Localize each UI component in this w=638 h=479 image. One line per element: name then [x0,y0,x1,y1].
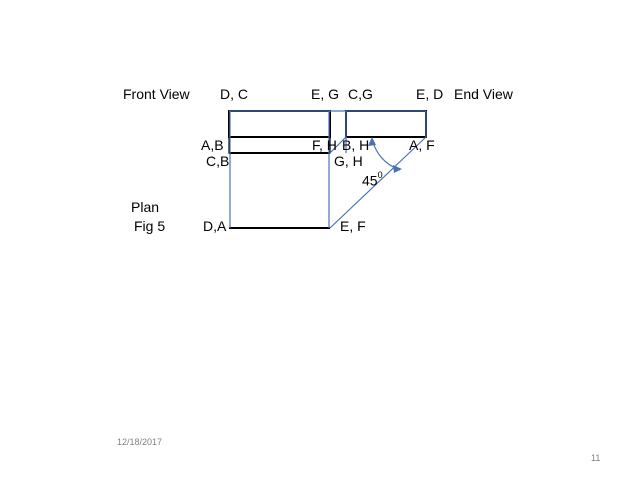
label-c-g: C,G [348,86,373,102]
figure-label: Fig 5 [134,218,166,234]
front-view-label: Front View [123,86,190,102]
label-g-h: G, H [334,153,363,169]
label-e-d: E, D [416,86,444,102]
label-c-b: C,B [206,153,230,169]
label-e-f: E, F [340,218,366,234]
arc-arrowhead-right [393,165,402,173]
angle-value: 45 [362,172,378,189]
miter-line-45 [329,136,427,229]
label-b-h: B, H [342,137,370,153]
plan-label: Plan [131,199,160,215]
label-e-g: E, G [311,86,340,102]
end-view-rect [345,110,427,138]
page-number: 11 [591,453,601,463]
label-a-b: A,B [201,137,224,153]
miter-line-short [329,136,347,154]
label-d-a: D,A [203,218,227,234]
front-view-rect [228,110,331,138]
arc-arrowhead-top [368,137,376,146]
label-d-c: D, C [220,86,248,102]
label-f-h: F, H [312,137,337,153]
footer-date: 12/18/2017 [117,437,163,447]
end-view-label: End View [454,86,513,102]
angle-label: 450 [362,169,383,189]
angle-superscript: 0 [377,170,383,180]
label-a-f: A, F [409,137,435,153]
